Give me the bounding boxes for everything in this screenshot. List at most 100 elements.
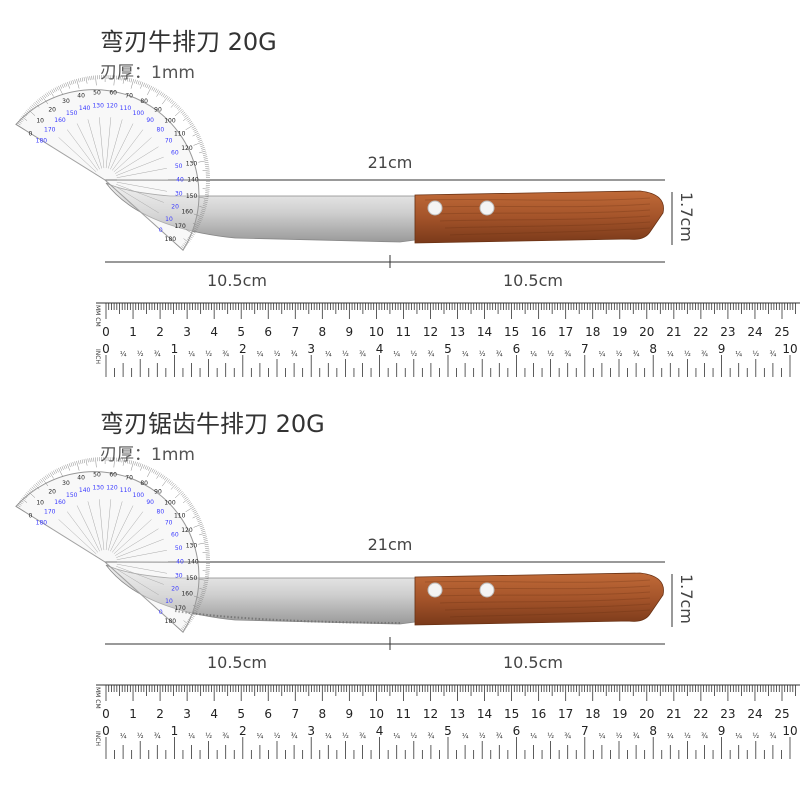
protractor-tick: [203, 583, 208, 585]
cm-unit-label: MM CM: [94, 687, 101, 709]
inch-number: 5: [444, 342, 452, 356]
protractor-tick: [187, 119, 192, 123]
inch-fraction: ½: [410, 350, 417, 358]
protractor-tick: [167, 97, 170, 101]
protractor-tick: [191, 612, 196, 616]
protractor-outer-label: 100: [164, 500, 176, 507]
rivet: [479, 582, 495, 598]
inch-number: 8: [649, 342, 657, 356]
protractor-tick: [191, 125, 196, 129]
inch-fraction: ¾: [359, 732, 366, 740]
protractor-tick: [182, 116, 189, 121]
protractor-tick: [181, 111, 186, 115]
inch-fraction: ¾: [770, 732, 777, 740]
protractor-tick: [153, 469, 156, 474]
protractor-outer-label: 130: [186, 161, 198, 168]
cm-number: 10: [369, 707, 384, 721]
protractor-inner-label: 50: [175, 545, 183, 552]
cm-number: 19: [612, 325, 627, 339]
protractor-tick: [202, 169, 210, 171]
protractor-ray: [115, 146, 159, 174]
protractor-outer-label: 30: [62, 480, 70, 487]
protractor-tick: [193, 213, 204, 218]
cm-number: 0: [102, 707, 110, 721]
protractor-tick: [175, 243, 184, 251]
protractor-tick: [125, 459, 127, 464]
protractor-tick: [15, 124, 25, 130]
protractor-tick: [199, 143, 204, 146]
inch-number: 0: [102, 724, 110, 738]
protractor-ray: [112, 129, 144, 171]
protractor-inner-label: 170: [44, 126, 56, 133]
protractor-inner-label: 70: [165, 137, 173, 144]
protractor-tick: [193, 609, 198, 612]
protractor-tick: [169, 99, 173, 103]
protractor-tick: [164, 476, 167, 481]
protractor-outer-label: 140: [187, 559, 199, 566]
protractor-tick: [183, 620, 190, 625]
protractor-tick: [51, 89, 54, 94]
protractor-ray: [110, 123, 134, 170]
protractor-inner-label: 180: [36, 519, 48, 526]
protractor-tick: [185, 124, 195, 131]
protractor-tick: [147, 467, 152, 478]
protractor-tick: [21, 116, 28, 121]
protractor-tick: [193, 595, 204, 600]
protractor-tick: [192, 222, 200, 227]
wood-grain: [429, 203, 651, 208]
inch-number: 7: [581, 342, 589, 356]
protractor-tick: [203, 203, 208, 205]
protractor-tick: [46, 92, 50, 97]
protractor-tick: [201, 592, 206, 595]
inch-fraction: ¼: [599, 350, 606, 358]
protractor-tick: [130, 78, 134, 89]
protractor-outer-label: 100: [164, 118, 176, 125]
inch-fraction: ½: [684, 732, 691, 740]
protractor-tick: [67, 81, 71, 89]
protractor-tick: [183, 243, 187, 247]
protractor-tick: [168, 98, 172, 102]
protractor-tick: [137, 462, 140, 467]
protractor-tick: [182, 244, 186, 248]
protractor-tick: [46, 474, 50, 479]
protractor-tick: [41, 477, 49, 487]
inch-fraction: ¼: [667, 350, 674, 358]
protractor-tick: [79, 459, 82, 464]
protractor-tick: [198, 160, 209, 163]
inch-fraction: ¾: [222, 350, 229, 358]
protractor-tick: [154, 470, 158, 475]
protractor-ray: [116, 538, 164, 558]
protractor-outer-label: 80: [140, 480, 148, 487]
protractor-outer-label: 0: [28, 130, 32, 137]
protractor-tick: [146, 84, 149, 89]
protractor-outer-label: 90: [154, 107, 162, 114]
protractor-tick: [156, 90, 161, 97]
protractor-tick: [148, 85, 151, 89]
protractor-tick: [202, 534, 207, 537]
inch-fraction: ¾: [701, 350, 708, 358]
protractor-tick: [44, 93, 48, 98]
protractor-tick: [201, 148, 206, 151]
protractor-tick: [196, 136, 201, 139]
protractor-inner-label: 10: [165, 598, 173, 605]
protractor-tick: [117, 457, 119, 462]
protractor-tick: [198, 196, 209, 200]
right-half-label: 10.5cm: [503, 271, 563, 290]
protractor-tick: [49, 472, 54, 479]
protractor-tick: [43, 476, 47, 481]
protractor-tick: [48, 473, 51, 478]
wood-grain: [434, 591, 651, 597]
inch-fraction: ¾: [701, 732, 708, 740]
protractor-tick: [199, 596, 204, 598]
protractor-ray: [99, 117, 105, 169]
protractor-tick: [41, 95, 49, 105]
cm-number: 20: [639, 707, 654, 721]
protractor-tick: [189, 617, 193, 621]
inch-fraction: ½: [684, 350, 691, 358]
cm-number: 13: [450, 707, 465, 721]
protractor-tick: [204, 576, 209, 578]
wood-grain: [439, 597, 651, 604]
protractor-tick: [182, 498, 189, 503]
protractor-tick: [142, 82, 145, 87]
protractor-tick: [89, 76, 91, 81]
